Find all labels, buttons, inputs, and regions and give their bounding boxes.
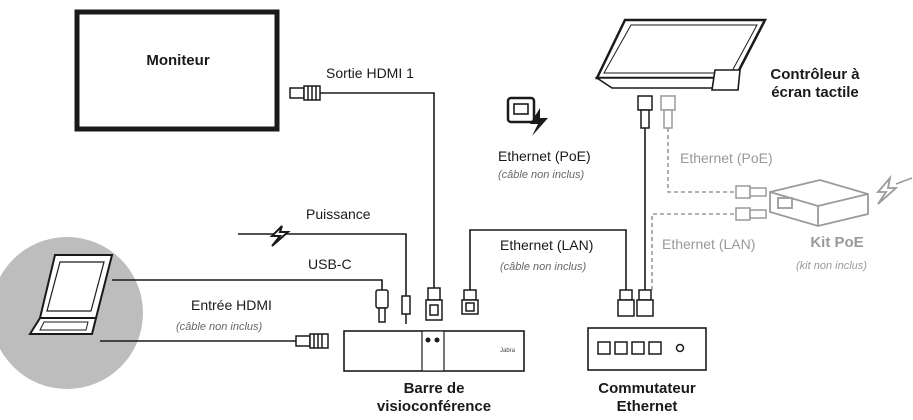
- hdmi-connector-icon: [289, 85, 321, 101]
- usb-c-label: USB-C: [308, 256, 352, 272]
- ethernet-poe-note: (câble non inclus): [498, 169, 585, 181]
- hdmi-out-cable: [320, 92, 435, 288]
- poe-kit-label: Kit PoE: [810, 234, 864, 251]
- rj45-connector-icon: [461, 289, 479, 315]
- ethernet-lan-cable: [469, 229, 627, 290]
- rj45-connector-icon: [660, 95, 767, 221]
- ethernet-poe-label: Ethernet (PoE): [498, 148, 591, 164]
- rj45-connector-icon: [637, 95, 653, 129]
- hdmi-connector-icon: [295, 333, 329, 349]
- hdmi-out-label: Sortie HDMI 1: [326, 65, 414, 81]
- monitor-label: Moniteur: [146, 52, 210, 69]
- ethernet-poe-kit-label: Ethernet (PoE): [680, 150, 773, 166]
- video-bar: [343, 330, 525, 372]
- lightning-icon: [876, 174, 913, 205]
- hdmi-in-note: (câble non inclus): [176, 321, 263, 333]
- ethernet-poe-icon: [506, 96, 548, 136]
- ethernet-lan-note: (câble non inclus): [500, 261, 587, 273]
- lightning-icon: [269, 225, 291, 247]
- rj45-connector-icon: [617, 289, 654, 317]
- videobar-label: Barre de visioconférence: [376, 380, 492, 415]
- power-cable: [238, 233, 407, 296]
- poe-kit-note: (kit non inclus): [796, 260, 867, 272]
- ethernet-lan-kit-label: Ethernet (LAN): [662, 236, 756, 252]
- usb-c-connector-icon: [375, 289, 389, 323]
- hdmi-connector-icon: [425, 287, 443, 321]
- controller-label: Contrôleur à écran tactile: [770, 66, 860, 101]
- laptop: [0, 237, 143, 389]
- videobar-brand: Jabra: [500, 348, 516, 354]
- ethernet-lan-label: Ethernet (LAN): [500, 237, 594, 253]
- hdmi-in-label: Entrée HDMI: [191, 297, 272, 313]
- touch-controller: [594, 18, 768, 91]
- power-label: Puissance: [306, 206, 371, 222]
- power-plug-icon: [401, 295, 411, 324]
- switch-label: Commutateur Ethernet: [598, 380, 696, 415]
- laptop-cables: [100, 279, 383, 342]
- controller-poe-kit-cable: [651, 128, 736, 290]
- poe-injector: [769, 179, 869, 227]
- ethernet-switch: [587, 327, 707, 371]
- monitor: [74, 9, 280, 132]
